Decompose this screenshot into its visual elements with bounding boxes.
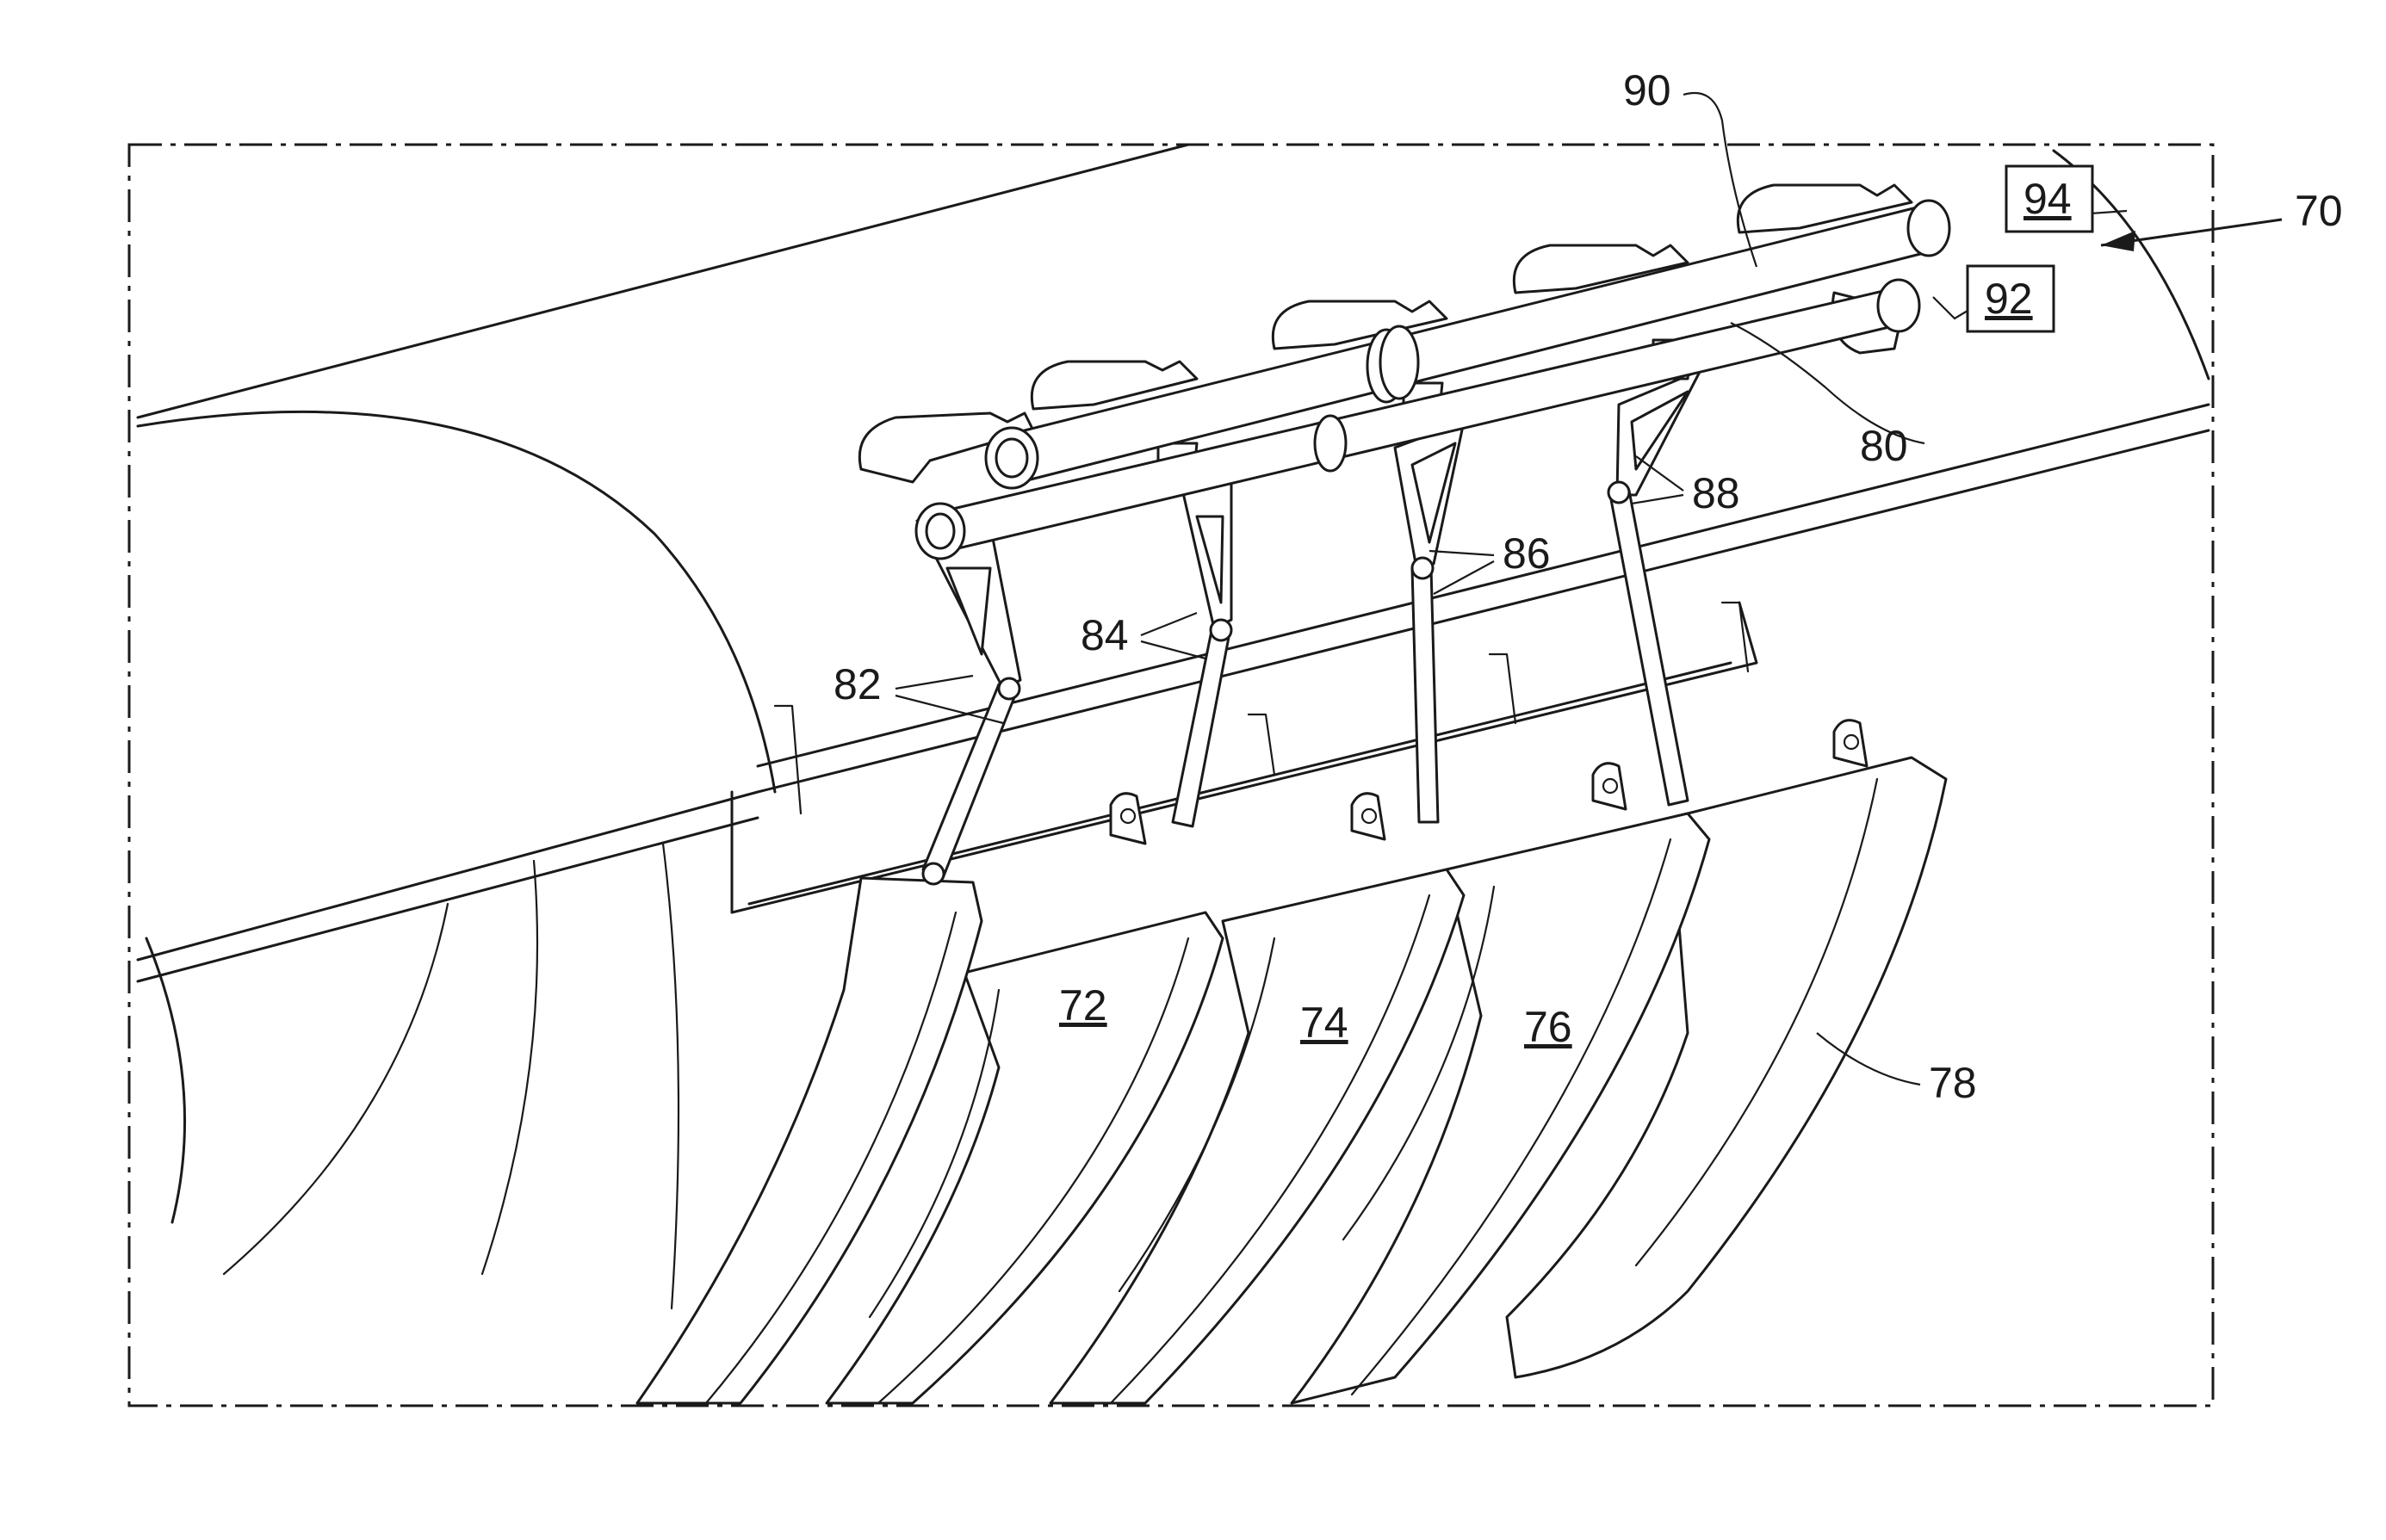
linkage-86 — [1395, 422, 1464, 822]
label-92: 92 — [1985, 275, 2033, 323]
label-88: 88 — [1692, 469, 1740, 517]
label-90: 90 — [1623, 66, 1671, 114]
label-80: 80 — [1860, 422, 1908, 470]
label-74: 74 — [1300, 999, 1348, 1047]
label-78: 78 — [1929, 1059, 1977, 1107]
label-70: 70 — [2295, 187, 2343, 235]
label-86: 86 — [1503, 529, 1551, 578]
label-76: 76 — [1524, 1003, 1572, 1051]
label-72: 72 — [1059, 981, 1107, 1030]
label-94: 94 — [2023, 175, 2072, 223]
label-84: 84 — [1081, 611, 1129, 659]
linkage-82 — [917, 521, 1020, 884]
linkage-84 — [1173, 473, 1231, 826]
label-82: 82 — [834, 660, 882, 708]
linkage-88 — [1608, 370, 1701, 805]
